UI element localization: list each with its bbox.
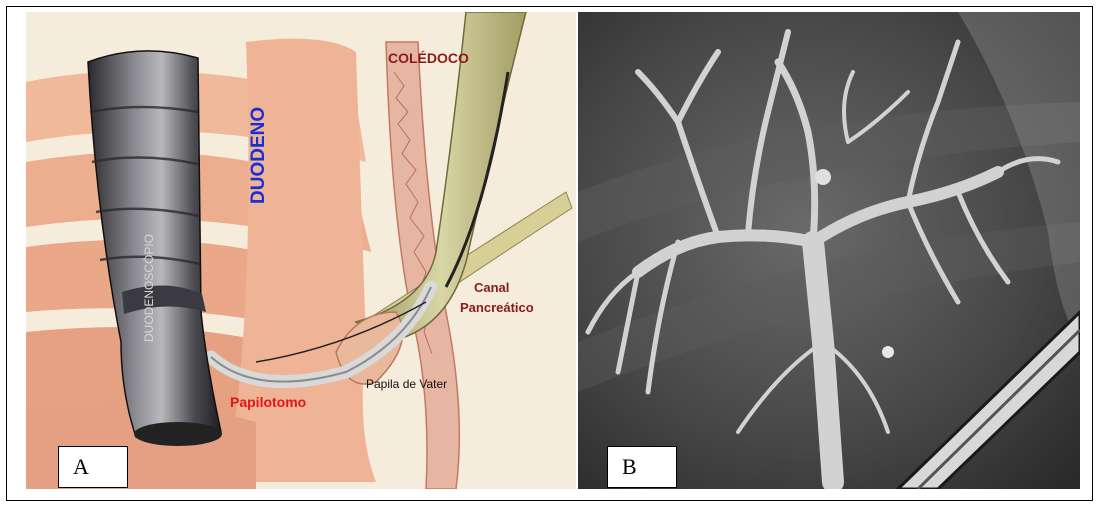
- panel-b-cholangiogram: B: [578, 12, 1080, 489]
- label-coledoco: COLÉDOCO: [388, 50, 469, 66]
- scope-tip: [134, 422, 222, 446]
- label-duodenoscopio: DUODENOSCÓPIO: [142, 234, 156, 342]
- panel-a-illustration: COLÉDOCO DUODENO DUODENOSCÓPIO Canal Pan…: [26, 12, 576, 489]
- ercp-illustration: [26, 12, 576, 489]
- label-papilotomo: Papilotomo: [230, 394, 306, 410]
- panel-letter-a: A: [58, 446, 128, 488]
- panel-letter-b: B: [607, 446, 677, 488]
- contrast-blob: [815, 169, 831, 185]
- label-pancreatico: Pancreático: [460, 300, 534, 315]
- duodenal-wall: [226, 39, 376, 482]
- label-canal: Canal: [474, 280, 509, 295]
- label-duodeno: DUODENO: [248, 107, 270, 204]
- contrast-blob: [882, 346, 894, 358]
- xray-image: [578, 12, 1080, 489]
- label-papila: Papila de Vater: [366, 377, 447, 391]
